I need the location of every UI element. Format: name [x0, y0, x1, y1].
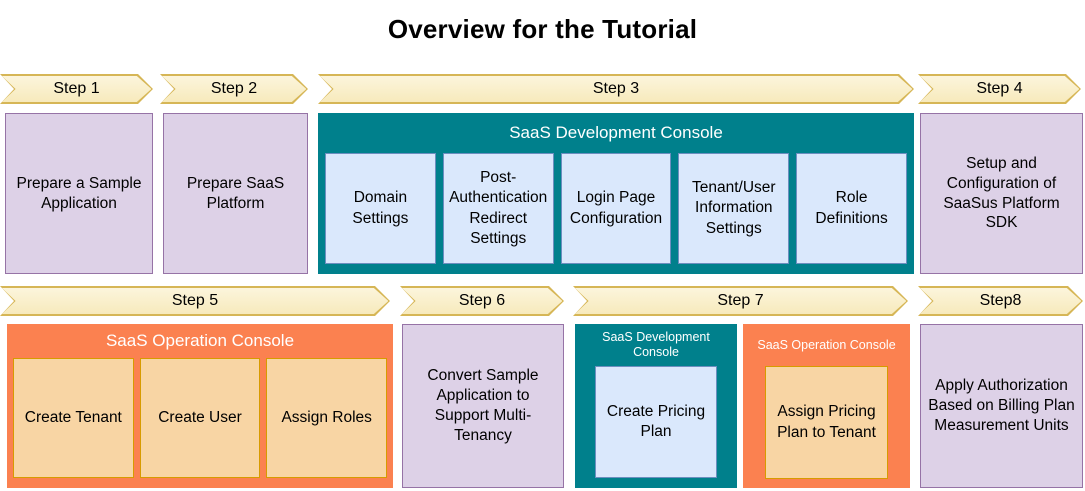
step8-box: Apply Authorization Based on Billing Pla…: [920, 324, 1083, 488]
console-item-create-user: Create User: [139, 358, 261, 478]
saas-operation-console: SaaS Operation Console Create Tenant Cre…: [7, 324, 393, 488]
step5-arrow-label: Step 5: [171, 292, 219, 309]
step3-arrow: Step 3: [318, 74, 914, 104]
step7-arrow-label: Step 7: [717, 292, 764, 309]
step5-arrow: Step 5: [0, 286, 390, 316]
step2-arrow-label: Step 2: [210, 80, 258, 97]
step8-arrow-label: Step8: [979, 292, 1022, 309]
console-item-login-page-configuration: Login Page Configuration: [560, 153, 672, 264]
step7-development-console: SaaS Development Console Create Pricing …: [575, 324, 737, 488]
saas-operation-console-title: SaaS Operation Console: [105, 331, 295, 350]
step2-arrow: Step 2: [160, 74, 308, 104]
step4-arrow: Step 4: [918, 74, 1081, 104]
saas-development-console: SaaS Development Console Domain Settings…: [318, 113, 914, 274]
console-item-assign-pricing-plan-to-tenant: Assign Pricing Plan to Tenant: [765, 366, 888, 479]
console-item-create-pricing-plan: Create Pricing Plan: [595, 366, 717, 478]
step1-arrow-label: Step 1: [53, 80, 100, 97]
step7-operation-console-title: SaaS Operation Console: [757, 337, 896, 352]
step6-box: Convert Sample Application to Support Mu…: [402, 324, 564, 488]
step7-operation-console: SaaS Operation Console Assign Pricing Pl…: [743, 324, 910, 488]
console-item-post-auth-redirect-settings: Post-Authentication Redirect Settings: [442, 153, 554, 264]
step1-arrow: Step 1: [0, 74, 153, 104]
step7-arrow: Step 7: [573, 286, 908, 316]
console-item-role-definitions: Role Definitions: [796, 153, 907, 264]
step1-box: Prepare a Sample Application: [5, 113, 153, 274]
console-item-tenant-user-information-settings: Tenant/User Information Settings: [678, 153, 790, 264]
step8-arrow: Step8: [918, 286, 1083, 316]
step6-arrow-label: Step 6: [458, 292, 506, 309]
saas-operation-console-items: Create Tenant Create User Assign Roles: [7, 358, 393, 488]
step4-arrow-label: Step 4: [976, 80, 1023, 97]
step6-arrow: Step 6: [400, 286, 564, 316]
console-item-domain-settings: Domain Settings: [325, 153, 436, 264]
saas-development-console-items: Domain Settings Post-Authentication Redi…: [318, 153, 914, 274]
step2-box: Prepare SaaS Platform: [163, 113, 308, 274]
page-title: Overview for the Tutorial: [387, 14, 698, 44]
console-item-create-tenant: Create Tenant: [13, 358, 134, 478]
console-item-assign-roles: Assign Roles: [266, 358, 388, 478]
step7-operation-console-items: Assign Pricing Plan to Tenant: [743, 366, 910, 488]
step7-development-console-items: Create Pricing Plan: [575, 366, 737, 488]
step7-development-console-title: SaaS Development Console: [602, 330, 710, 359]
saas-development-console-title: SaaS Development Console: [509, 123, 723, 142]
step3-arrow-label: Step 3: [592, 80, 640, 97]
step4-box: Setup and Configuration of SaaSus Platfo…: [920, 113, 1083, 274]
